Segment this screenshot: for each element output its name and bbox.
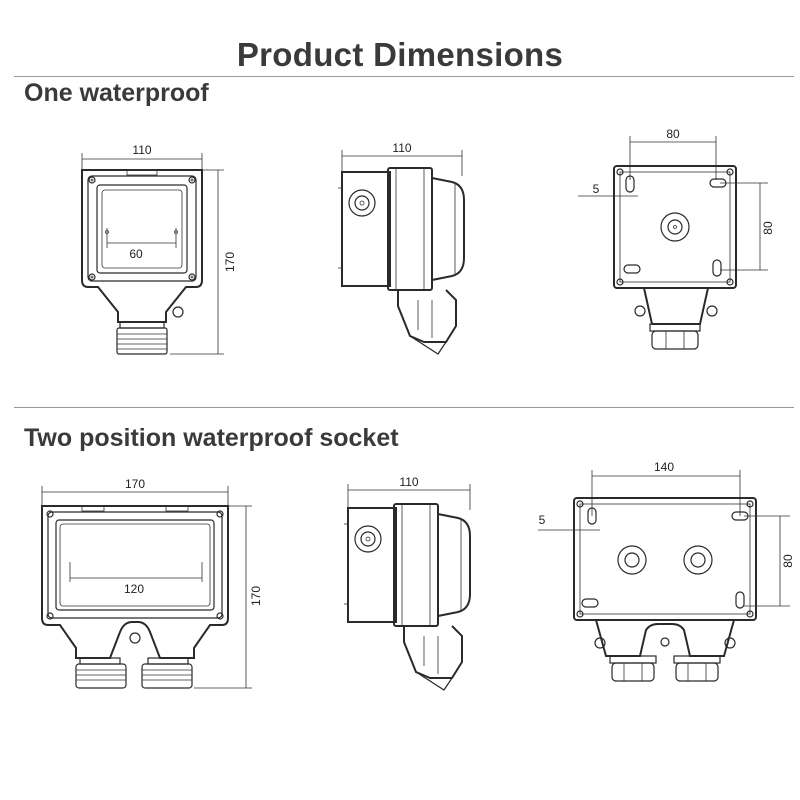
single-side-width-label: 110 bbox=[392, 141, 411, 155]
single-back-hole-label: 5 bbox=[593, 182, 600, 196]
double-back-hole-label: 5 bbox=[539, 513, 546, 527]
top-divider bbox=[14, 76, 794, 77]
double-back-height-label: 80 bbox=[781, 554, 795, 568]
page-title: Product Dimensions bbox=[236, 36, 564, 73]
single-socket-drawings: 110 60 170 110 bbox=[81, 127, 775, 355]
single-back-spacing-label: 80 bbox=[666, 127, 680, 141]
double-back-view: 140 5 80 bbox=[538, 460, 795, 682]
double-socket-drawings: 170 120 170 110 bbox=[41, 460, 795, 691]
single-front-width-label: 110 bbox=[132, 143, 151, 157]
section-title-one: One waterproof bbox=[24, 79, 209, 107]
single-side-view: 110 bbox=[338, 141, 465, 355]
single-back-view: 80 5 80 bbox=[578, 127, 775, 350]
single-front-view: 110 60 170 bbox=[81, 143, 237, 355]
double-front-width-label: 170 bbox=[125, 477, 145, 491]
double-front-inner-label: 120 bbox=[124, 582, 144, 596]
section-title-two: Two position waterproof socket bbox=[24, 424, 399, 452]
single-back-height-label: 80 bbox=[761, 221, 775, 235]
double-back-spacing-label: 140 bbox=[654, 460, 674, 474]
double-side-width-label: 110 bbox=[399, 475, 418, 489]
single-front-inner-label: 60 bbox=[129, 247, 143, 261]
double-front-view: 170 120 170 bbox=[41, 477, 263, 689]
double-front-height-label: 170 bbox=[249, 586, 263, 606]
middle-divider bbox=[14, 407, 794, 408]
single-front-height-label: 170 bbox=[223, 252, 237, 272]
double-side-view: 110 bbox=[344, 475, 471, 691]
